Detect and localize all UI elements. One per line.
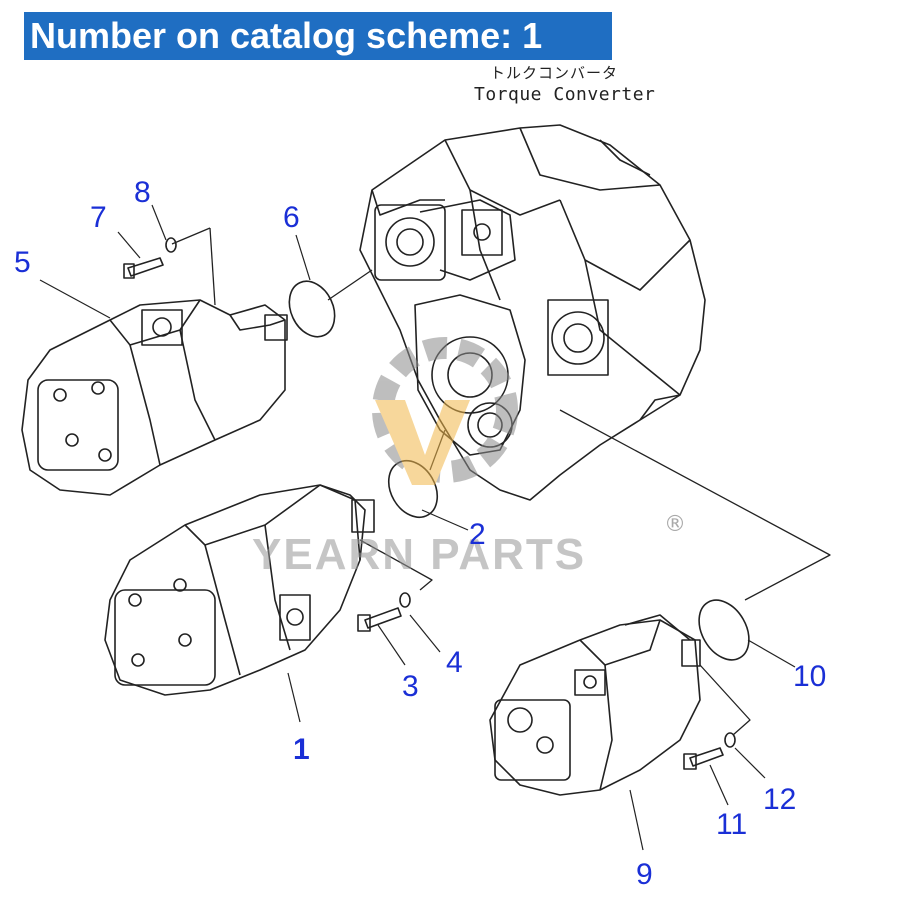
callout-12: 12 (763, 783, 797, 816)
washer-12 (724, 732, 736, 748)
o-ring-6 (288, 280, 336, 338)
o-ring-10 (698, 599, 750, 661)
washer-4 (399, 592, 411, 608)
callout-10: 10 (793, 660, 827, 693)
assembly-lines (171, 227, 831, 736)
callout-4: 4 (446, 646, 463, 679)
callout-6: 6 (283, 201, 300, 234)
pump-5 (21, 299, 288, 496)
callout-1: 1 (293, 733, 310, 766)
bolt-3 (357, 607, 402, 632)
washer-8 (165, 237, 177, 253)
leader-lines (39, 204, 796, 851)
page-title: Number on catalog scheme: 1 (24, 12, 612, 60)
callout-3: 3 (402, 670, 419, 703)
watermark-brand: YEARN PARTS (252, 530, 587, 579)
bolt-11 (683, 747, 724, 770)
torque-converter-label-en: Torque Converter (474, 84, 656, 105)
callout-8: 8 (134, 176, 151, 209)
pump-9 (489, 614, 701, 796)
callout-9: 9 (636, 858, 653, 891)
callout-2: 2 (469, 518, 486, 551)
callout-7: 7 (90, 201, 107, 234)
callout-5: 5 (14, 246, 31, 279)
callout-11: 11 (716, 808, 748, 841)
watermark-logo (372, 337, 518, 485)
torque-converter-label-jp: トルクコンバータ (490, 64, 619, 82)
registered-mark: ® (664, 512, 686, 537)
bolt-7 (123, 257, 164, 279)
pump-1 (104, 484, 375, 696)
